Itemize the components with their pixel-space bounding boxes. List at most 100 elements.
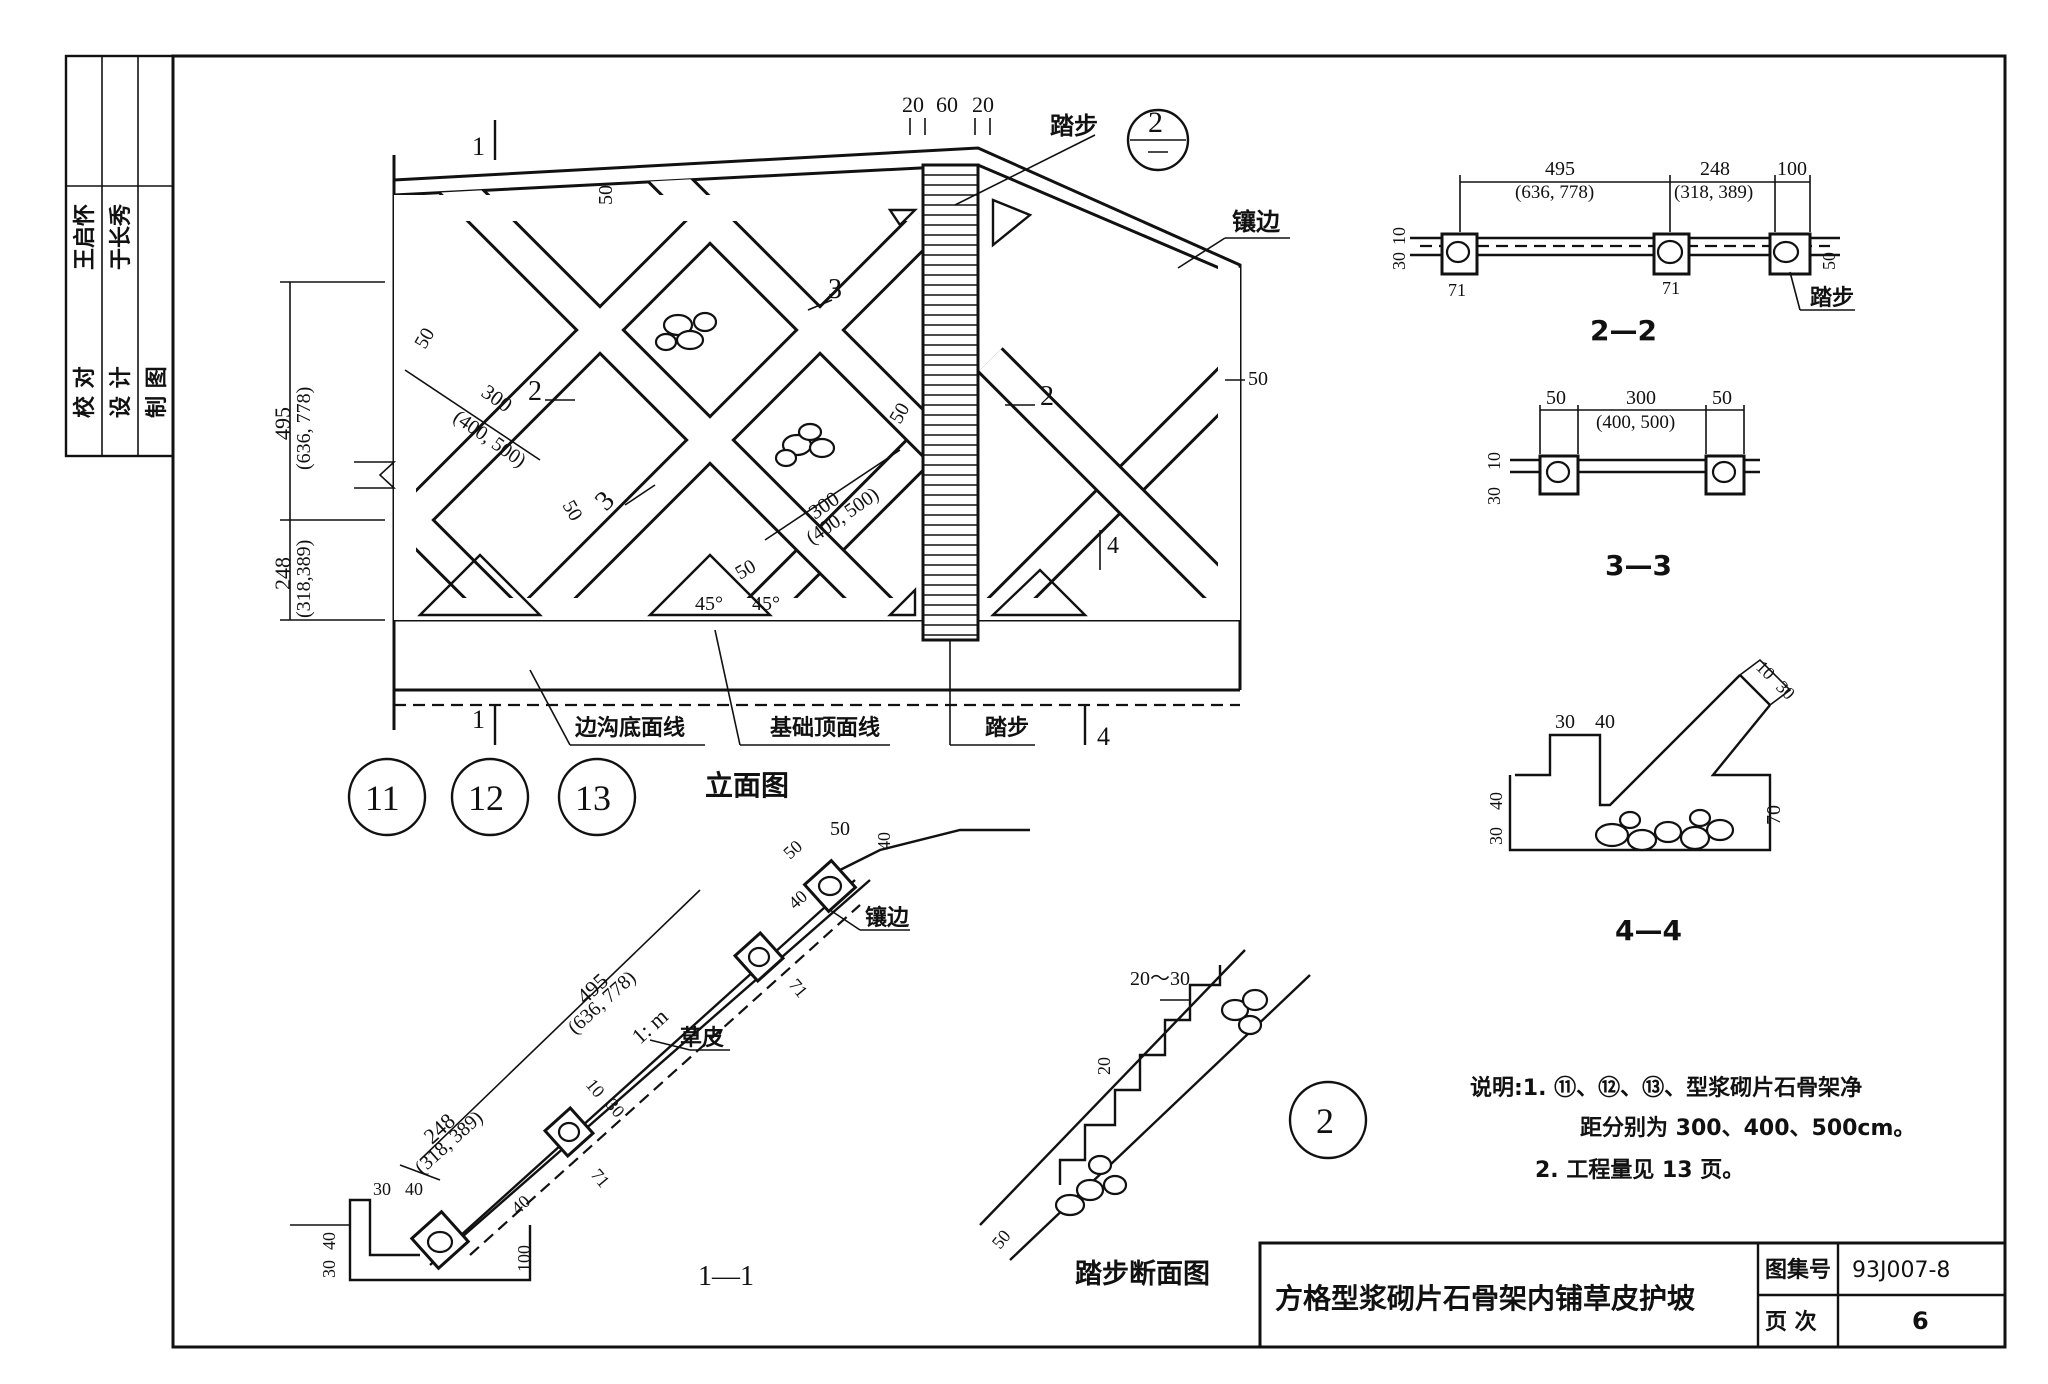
elevation-title: 立面图 [705,769,789,802]
panel-label-2b: 2 [1040,381,1054,412]
dim-495-left: 495 [270,407,295,440]
note-line-3: 2. 工程量见 13 页。 [1535,1158,1744,1183]
s22-71b: 71 [1662,278,1680,298]
s22-100: 100 [1777,158,1807,180]
s22-50: 50 [1819,252,1839,270]
s33-title: 3—3 [1605,549,1672,582]
notes: 说明:1. ⑪、⑫、⑬、型浆砌片石骨架净 距分别为 300、400、500cm。… [1470,1075,1915,1183]
dim-top-20b: 20 [972,92,994,117]
s33-10: 10 [1484,452,1504,470]
s11-50b: 50 [779,836,806,863]
step-ref-circle [1288,1080,1368,1160]
s11-50: 50 [830,818,850,840]
stone-cluster-a [654,311,718,352]
s44-40: 40 [1595,711,1615,733]
type-circle-11 [347,757,427,837]
angle-45-a: 45° [695,593,723,615]
s11-100: 100 [514,1245,534,1272]
title-block: 方格型浆砌片石骨架内铺草皮护坡 图集号 93J007-8 页 次 6 [1258,1241,2007,1349]
label-foundation-line: 基础顶面线 [770,715,880,741]
strip-name-check: 王启怀 [72,204,98,270]
sheet-border [171,54,2007,1349]
type-12: 12 [468,778,504,818]
tb-page-no: 6 [1912,1307,1929,1335]
section-2-2: 495 (636, 778) 248 (318, 389) 100 30 10 … [1389,158,1855,347]
section-4-4: 30 40 30 40 10 30 70 4—4 [1486,657,1799,947]
type-11: 11 [365,778,400,818]
s11-40t: 40 [405,1179,423,1199]
detail-ref-number: 2 [1148,106,1163,139]
s22-30: 30 [1389,252,1409,270]
s11-71a: 71 [785,975,812,1002]
cut-4-bottom: 4 [1097,722,1110,751]
step-20: 20 [1094,1057,1114,1075]
type-13: 13 [575,778,611,818]
s11-40b: 40 [784,886,811,913]
panel-label-3b: 3 [828,274,842,305]
s22-step: 踏步 [1810,285,1854,311]
label-step-bottom: 踏步 [985,715,1029,741]
s11-30t: 30 [373,1179,391,1199]
side-strip: 校 对 设 计 制 图 王启怀 于长秀 [64,54,175,458]
s44-title: 4—4 [1615,914,1682,947]
s44-30: 30 [1555,711,1575,733]
type-circle-12 [450,757,530,837]
strip-label-draw: 制 图 [145,366,170,418]
s11-grass: 草皮 [680,1025,724,1051]
s22-71a: 71 [1448,280,1466,300]
s44-40v: 40 [1486,792,1506,810]
step-ref: 2 [1316,1101,1334,1141]
label-edge: 镶边 [1232,208,1281,236]
elevation-view: 20 60 20 踏步 2 镶边 50 50 50 50 50 50 300 (… [270,92,1290,837]
s11-10: 10 [582,1075,609,1102]
step-2030: 20～30 [1130,968,1190,990]
s44-30v: 30 [1486,827,1506,845]
note-line-1: 说明:1. ⑪、⑫、⑬、型浆砌片石骨架净 [1470,1075,1862,1101]
step-treads [923,174,978,636]
s33-300a: (400, 500) [1596,412,1675,433]
s11-30: 30 [602,1095,629,1122]
label-step-top: 踏步 [1050,112,1098,140]
note-line-2: 距分别为 300、400、500cm。 [1580,1116,1915,1141]
s11-71b: 71 [587,1165,614,1192]
panel-label-4: 4 [1107,533,1119,559]
s22-495: 495 [1545,158,1575,180]
s22-248: 248 [1700,158,1730,180]
section-1-1: 495 (636, 778) 248 (318, 389) 1: m 草皮 镶边… [290,818,1030,1292]
dim-50-right: 50 [1248,368,1268,390]
detail-ref-circle [1126,108,1190,172]
dim-248-left-alt: (318,389) [293,540,315,618]
dim-top-60: 60 [936,92,958,117]
s33-50a: 50 [1546,387,1566,409]
dim-top-20a: 20 [902,92,924,117]
tb-atlas-no: 93J007-8 [1852,1258,1950,1283]
cut-1-bottom: 1 [472,705,485,734]
angle-45-b: 45° [752,593,780,615]
s11-40v: 40 [319,1232,339,1250]
s11-title: 1—1 [698,1261,754,1292]
tb-atlas-label: 图集号 [1765,1257,1831,1283]
s33-50b: 50 [1712,387,1732,409]
type-circle-13 [557,757,637,837]
tb-page-label: 页 次 [1765,1309,1817,1335]
s44-10: 10 [1752,657,1779,684]
s33-300: 300 [1626,387,1656,409]
tb-title: 方格型浆砌片石骨架内铺草皮护坡 [1275,1282,1695,1315]
strip-name-design: 于长秀 [109,204,134,270]
step-50: 50 [988,1226,1015,1253]
s22-248a: (318, 389) [1674,182,1753,203]
s33-30: 30 [1484,487,1504,505]
s22-title: 2—2 [1590,314,1657,347]
stone-cluster-b [774,422,836,468]
section-3-3: 50 300 (400, 500) 50 30 10 3—3 [1484,387,1760,582]
s11-slope: 1: m [627,1004,673,1049]
s11-edge: 镶边 [865,905,910,931]
label-ditch-line: 边沟底面线 [574,715,685,741]
s44-70: 70 [1763,805,1785,825]
s22-495a: (636, 778) [1515,182,1594,203]
step-section: 20～30 20 50 2 踏步断面图 [979,949,1368,1290]
panel-label-2: 2 [528,376,542,407]
dim-50-top: 50 [595,185,617,205]
dim-248-left: 248 [270,557,295,590]
